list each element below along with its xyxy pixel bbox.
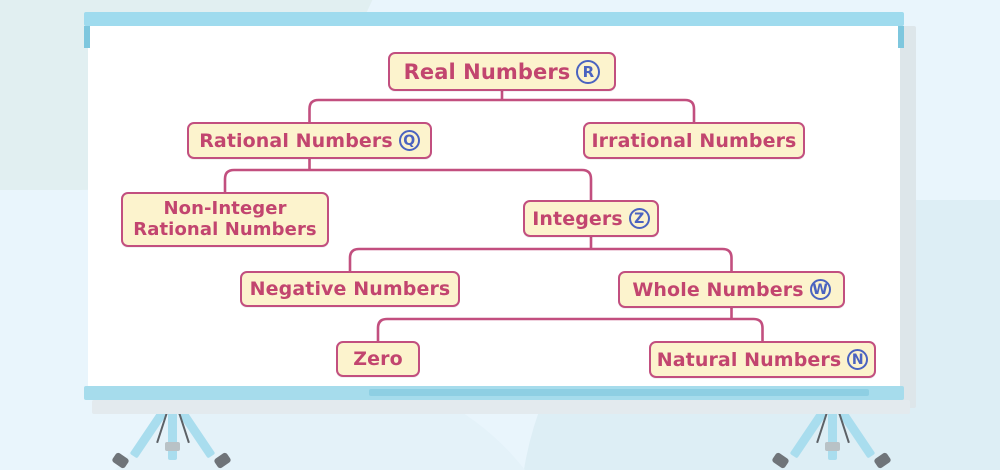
tree-node-noninteger-label-line1: Non-Integer bbox=[163, 197, 287, 219]
whiteboard-edge-right bbox=[898, 26, 904, 48]
tree-node-natural-label: Natural Numbers bbox=[656, 348, 842, 371]
easel-leg-right-center-post bbox=[828, 398, 837, 460]
connector-real-to-irrational bbox=[502, 98, 696, 122]
tree-node-zero: Zero bbox=[336, 341, 420, 377]
tree-node-zero-label: Zero bbox=[353, 348, 403, 370]
connector-rational-to-noninteger bbox=[223, 168, 310, 192]
tree-node-noninteger-label-line2: Rational Numbers bbox=[133, 218, 317, 240]
connector-whole-to-natural bbox=[731, 317, 764, 341]
connector-rational-to-integers bbox=[309, 168, 593, 200]
tree-node-irrational-label: Irrational Numbers bbox=[591, 129, 797, 152]
whiteboard-edge-left bbox=[84, 26, 90, 48]
connector-integers-to-negative bbox=[348, 247, 591, 271]
easel-leg-left-brace bbox=[165, 442, 180, 451]
set-symbol-badge-q-icon: Q bbox=[398, 130, 420, 151]
tree-node-irrational: Irrational Numbers bbox=[583, 122, 805, 159]
set-symbol-badge-w-icon: W bbox=[809, 279, 831, 300]
tree-node-whole-label: Whole Numbers bbox=[632, 278, 804, 301]
set-symbol-badge-z-icon: Z bbox=[628, 208, 650, 229]
connector-whole-to-zero bbox=[376, 317, 732, 341]
set-symbol-badge-n-icon: N bbox=[847, 349, 869, 370]
tree-node-integers-label: Integers bbox=[532, 207, 623, 230]
connector-real-to-rational bbox=[308, 98, 502, 122]
tree-node-rational-label: Rational Numbers bbox=[199, 129, 393, 152]
easel-leg-left-center-post bbox=[168, 398, 177, 460]
tree-connectors bbox=[223, 91, 764, 341]
connector-integers-to-whole bbox=[591, 247, 733, 271]
tree-node-negative-label: Negative Numbers bbox=[249, 278, 451, 300]
tree-node-negative: Negative Numbers bbox=[240, 271, 460, 307]
set-symbol-badge-r-icon: R bbox=[576, 59, 601, 84]
whiteboard-rail-top bbox=[84, 12, 904, 26]
whiteboard-marker-tray bbox=[369, 389, 869, 396]
tree-node-real-label: Real Numbers bbox=[403, 59, 571, 84]
easel-leg-right-brace bbox=[825, 442, 840, 451]
whiteboard-rail-shadow bbox=[92, 400, 910, 414]
